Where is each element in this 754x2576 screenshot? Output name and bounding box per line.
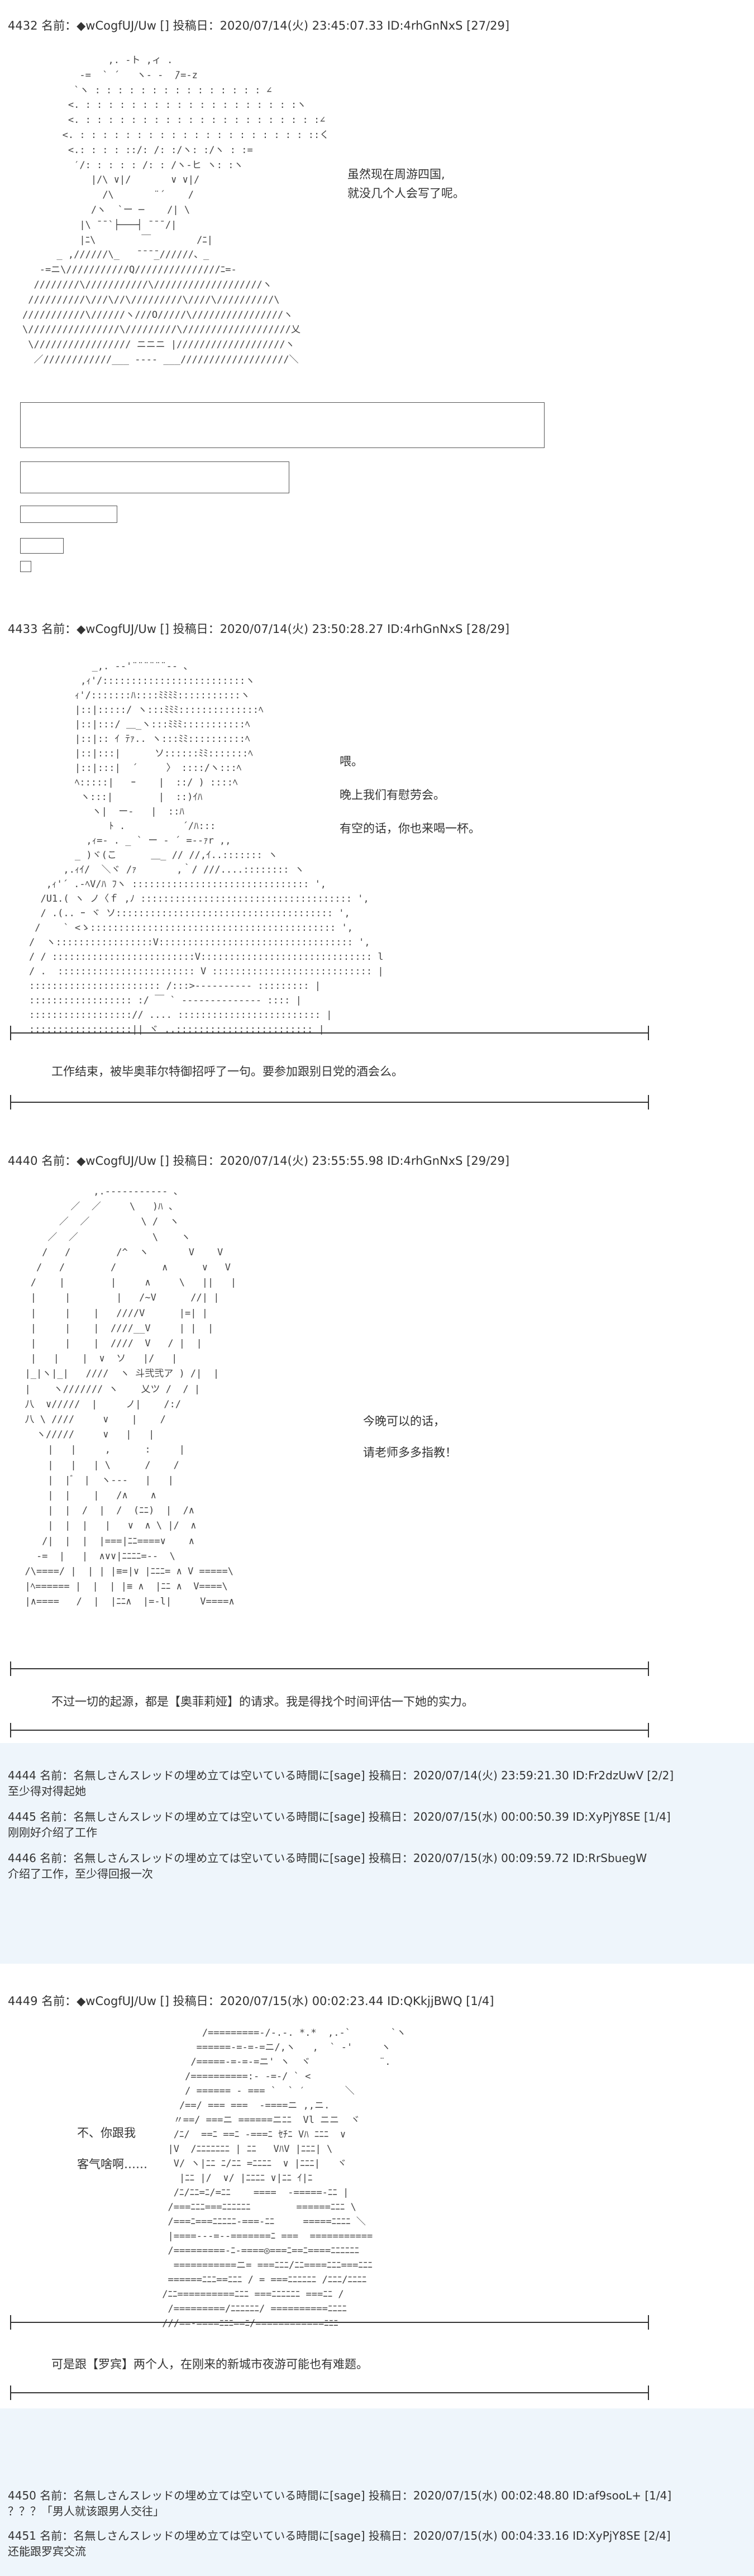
response-header: 4450 名前：名無しさんスレッドの埋め立ては空いている時間に[sage] 投稿… (8, 2489, 672, 2502)
narration-text: 可是跟【罗宾】两个人，在刚来的新城市夜游可能也有难题。 (51, 2358, 368, 2371)
response-body: 还能跟罗宾交流 (8, 2545, 86, 2558)
dialogue-text: 喂。 晚上我们有慰劳会。 有空的话，你也来喝一杯。 (340, 755, 480, 835)
dialogue-text: 今晚可以的话， 请老师多多指教！ (363, 1415, 457, 1459)
ascii-art-figure: ,.----------- 、 ／ ／ \ )ﾊ 、 ／ ／ \ / ヽ ／ ／… (25, 1186, 237, 1608)
response-body: 介绍了工作，至少得回报一次 (8, 1867, 153, 1880)
response-body: ？？？「男人就该跟男人交往」 (8, 2504, 164, 2518)
narration-text: 不过一切的起源，都是【奥菲莉娅】的请求。我是得找个时间评估一下她的实力。 (51, 1695, 474, 1708)
dialogue-text: 不、你跟我 客气啥啊…… (77, 2126, 147, 2171)
post-4433: 4433 名前：◆wCogfUJ/Uw [] 投稿日：2020/07/14(火)… (0, 603, 754, 1162)
response-header: 4446 名前：名無しさんスレッドの埋め立ては空いている時間に[sage] 投稿… (8, 1851, 647, 1865)
responses-block: 4444 名前：名無しさんスレッドの埋め立ては空いている時間に[sage] 投稿… (0, 1743, 754, 1964)
post-4440: 4440 名前：◆wCogfUJ/Uw [] 投稿日：2020/07/14(火)… (0, 1140, 754, 1754)
response-body: 刚刚好介绍了工作 (8, 1826, 97, 1839)
narration-text: 工作结束，被毕奥菲尔特御招呼了一句。要参加跟别日党的酒会么。 (51, 1065, 403, 1078)
dialogue-text: 虽然现在周游四国, 就没几个人会写了呢。 (347, 168, 465, 200)
redacted-box (20, 402, 545, 448)
redacted-box (20, 561, 31, 572)
response-header: 4445 名前：名無しさんスレッドの埋め立ては空いている時間に[sage] 投稿… (8, 1810, 671, 1823)
post-4449: 4449 名前：◆wCogfUJ/Uw [] 投稿日：2020/07/15(水)… (0, 1989, 754, 2400)
response-body: 至少得对得起她 (8, 1784, 86, 1798)
response-header: 4451 名前：名無しさんスレッドの埋め立ては空いている時間に[sage] 投稿… (8, 2529, 671, 2542)
post-header: 4449 名前：◆wCogfUJ/Uw [] 投稿日：2020/07/15(水)… (8, 1994, 494, 2008)
ascii-art-figure: ,. -ト ,ィ . -= ` ´ ヽ- - ̄/=-z `ヽ : : : : … (22, 55, 330, 365)
redacted-box (20, 461, 289, 493)
redacted-box (20, 538, 64, 554)
divider-line (10, 1661, 649, 1676)
response-header: 4444 名前：名無しさんスレッドの埋め立ては空いている時間に[sage] 投稿… (8, 1769, 674, 1782)
redacted-box (20, 506, 117, 523)
divider-line (10, 1026, 649, 1040)
responses-block: 4450 名前：名無しさんスレッドの埋め立ては空いている時間に[sage] 投稿… (0, 2408, 754, 2576)
divider-line (10, 2385, 649, 2400)
divider-line (10, 1095, 649, 1110)
ascii-art-figure: _,. -‐'¨¨¨¨¨¨‐- 、 ,ｨ'/::::::::::::::::::… (29, 661, 384, 1035)
post-header: 4433 名前：◆wCogfUJ/Uw [] 投稿日：2020/07/14(火)… (8, 622, 510, 636)
post-header: 4440 名前：◆wCogfUJ/Uw [] 投稿日：2020/07/14(火)… (8, 1154, 510, 1168)
ascii-art-figure: /=========-/-.-. *.* ,.-` `ヽ ======-=-=-… (162, 2027, 406, 2329)
post-4432: 4432 名前：◆wCogfUJ/Uw [] 投稿日：2020/07/14(火)… (0, 0, 754, 581)
divider-line (10, 2315, 649, 2330)
divider-line (10, 1723, 649, 1737)
post-header: 4432 名前：◆wCogfUJ/Uw [] 投稿日：2020/07/14(火)… (8, 19, 510, 32)
